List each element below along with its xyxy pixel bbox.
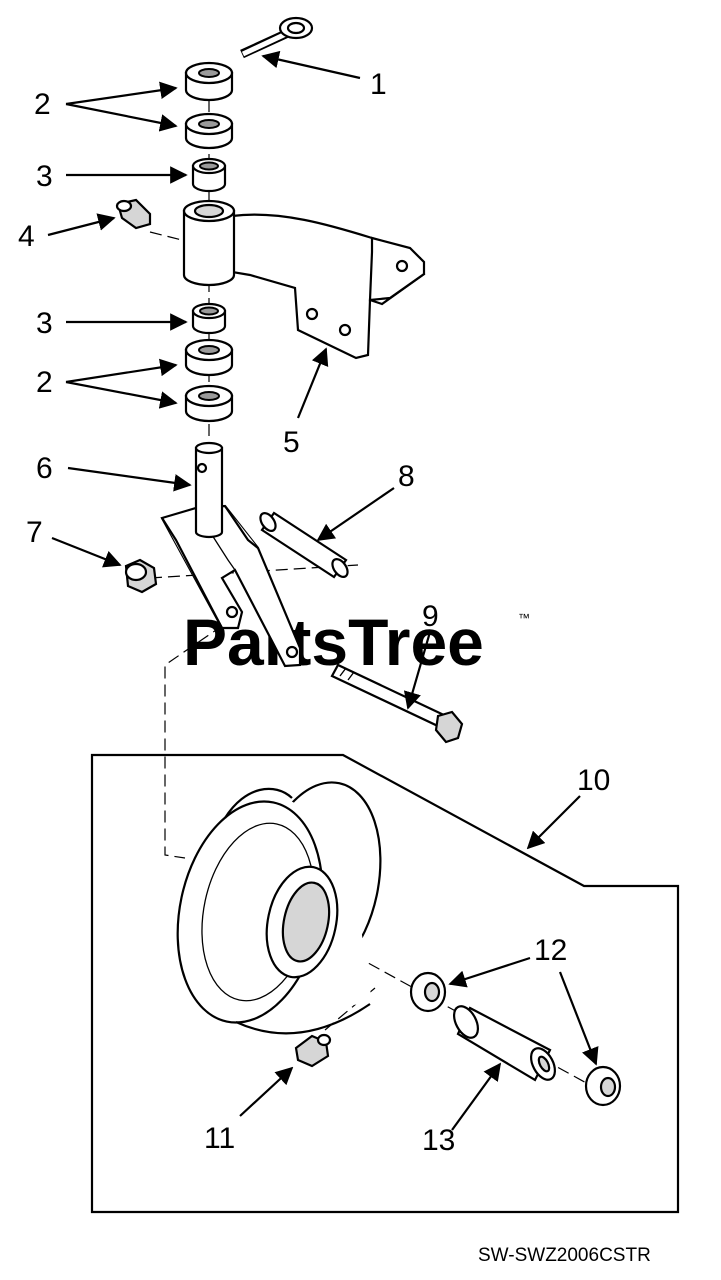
part-3-lower-bushing <box>191 302 227 335</box>
callout-2-upper: 2 <box>34 88 51 121</box>
leader-12a <box>448 956 531 988</box>
leader-7 <box>51 536 122 568</box>
callout-5: 5 <box>283 426 300 459</box>
wheel-axis-line <box>164 614 239 859</box>
callout-3-lower: 3 <box>36 307 53 340</box>
part-1-pin <box>240 16 314 59</box>
leader-1 <box>261 50 361 80</box>
leader-11 <box>239 1066 294 1117</box>
leader-2a-top <box>65 81 178 106</box>
leader-arrows <box>47 50 599 1131</box>
callout-9: 9 <box>422 600 439 633</box>
zerk-axis-line <box>149 231 191 243</box>
leader-12b <box>558 971 599 1066</box>
callout-1: 1 <box>370 68 387 101</box>
leader-10 <box>526 795 581 850</box>
callout-6: 6 <box>36 452 53 485</box>
leader-8 <box>316 487 395 541</box>
part-7-lock-nut <box>124 558 158 594</box>
leader-4 <box>47 213 116 237</box>
part-13-axle-spacer <box>452 1005 557 1082</box>
part-4-grease-fitting <box>115 198 152 230</box>
callout-3-upper: 3 <box>36 160 53 193</box>
part-2-upper-washers <box>184 61 234 150</box>
leader-9 <box>403 631 432 710</box>
leader-13 <box>451 1062 502 1131</box>
callout-11: 11 <box>204 1122 235 1155</box>
wheel <box>176 781 382 1035</box>
part-3-upper-bushing <box>191 157 227 193</box>
leader-2b-bottom <box>65 380 178 409</box>
callout-13: 13 <box>422 1124 455 1157</box>
part-6-caster-fork <box>160 441 302 668</box>
part-11-grease-fitting <box>294 1033 332 1068</box>
callout-2-lower: 2 <box>36 366 53 399</box>
callout-10: 10 <box>577 764 610 797</box>
leader-2a-bottom <box>65 102 178 132</box>
diagram-part-code: SW-SWZ2006CSTR <box>478 1245 651 1266</box>
part-10-wheel-kit-outline <box>90 753 680 1214</box>
part-12-washers <box>409 971 622 1107</box>
callout-8: 8 <box>398 460 415 493</box>
callout-4: 4 <box>18 220 35 253</box>
leader-2b-top <box>65 358 178 384</box>
part-9-bolt <box>330 663 464 744</box>
watermark-trademark: ™ <box>518 611 530 625</box>
callout-12: 12 <box>534 934 567 967</box>
leader-5 <box>296 347 329 419</box>
callout-7: 7 <box>26 516 43 549</box>
part-8-spacer <box>259 511 349 579</box>
part-5-caster-bracket <box>182 199 426 360</box>
part-2-lower-washers <box>184 338 234 423</box>
leader-6 <box>67 466 192 492</box>
